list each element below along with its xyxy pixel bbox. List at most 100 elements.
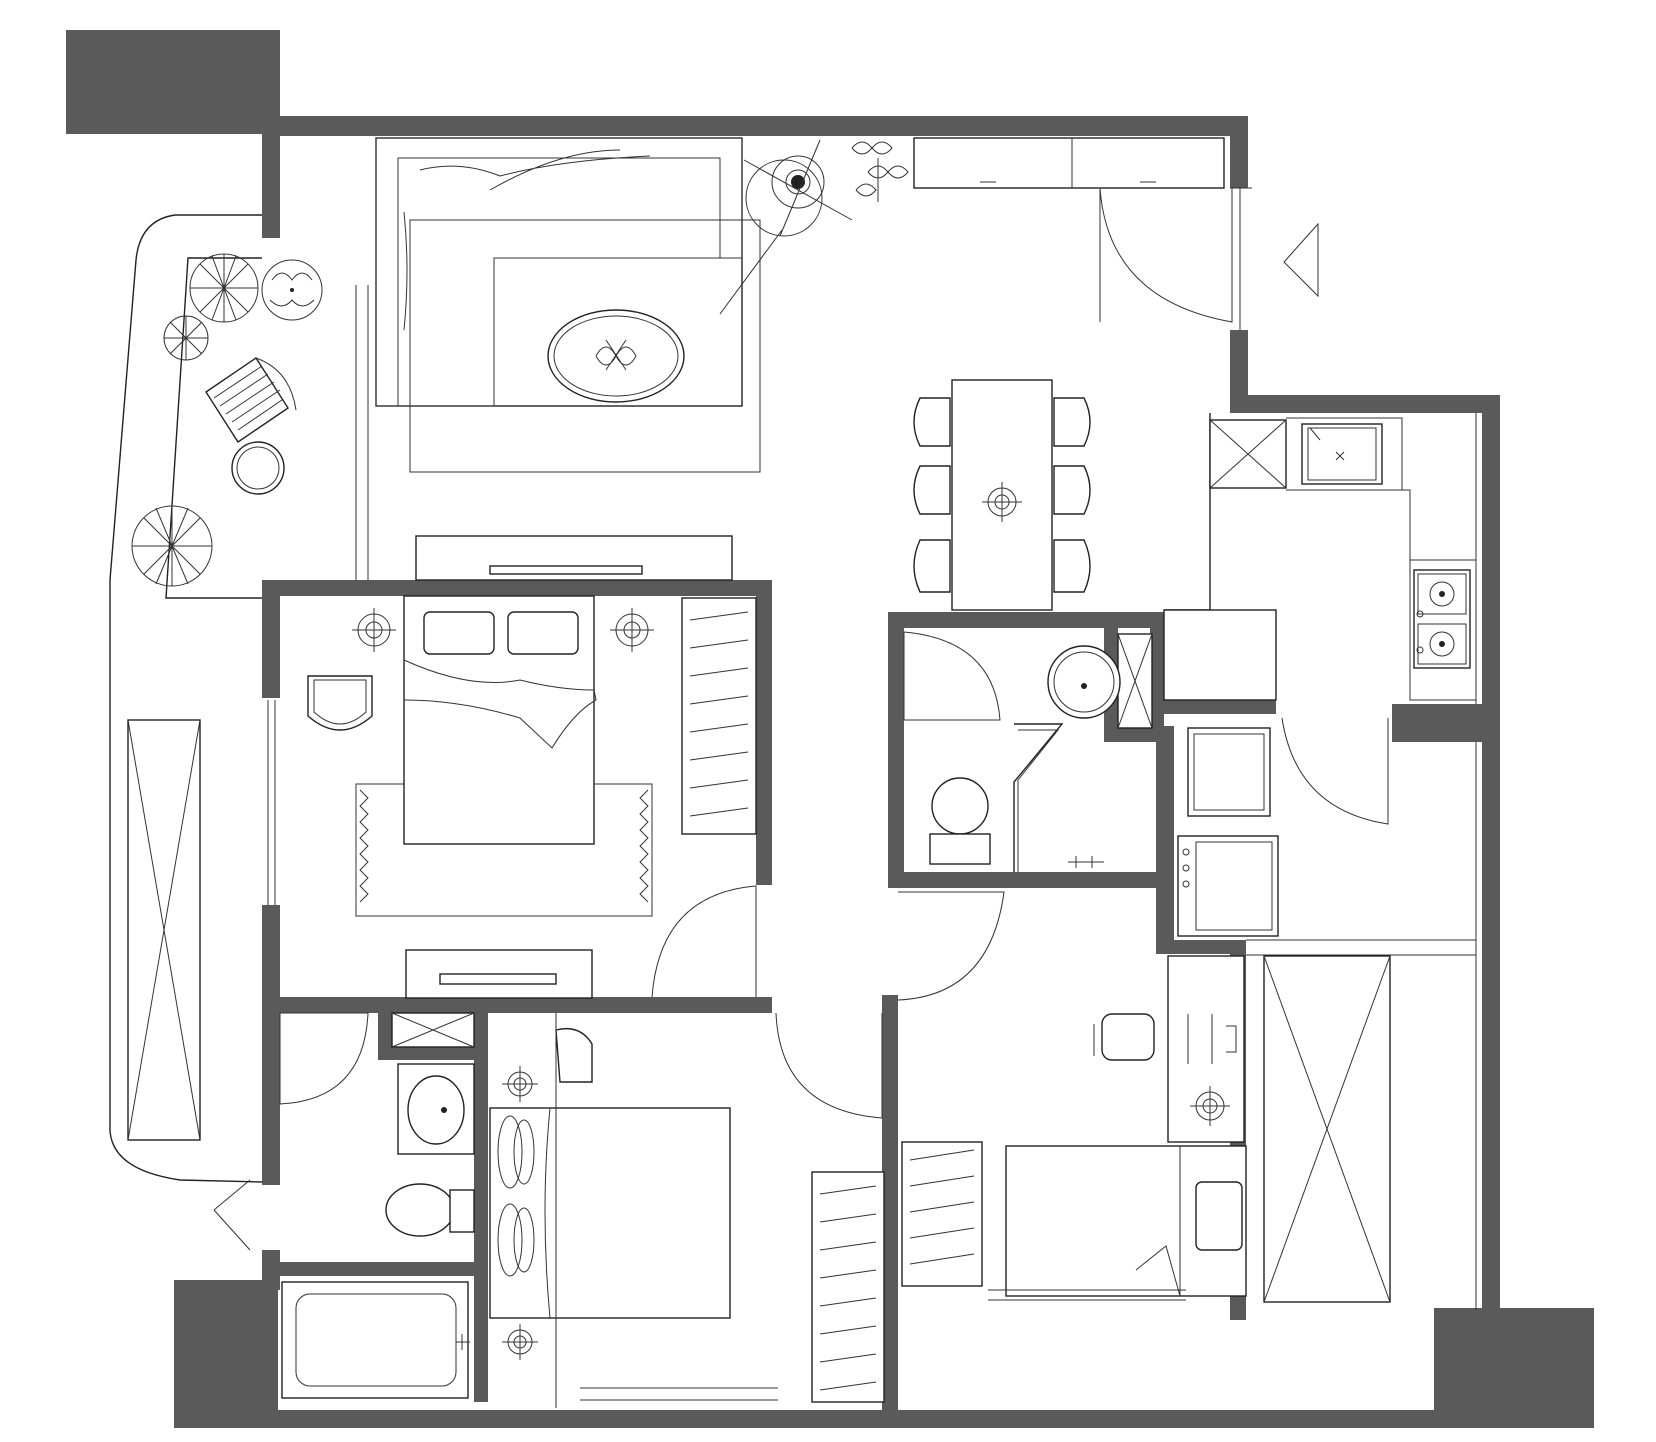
corner-column-bottom-left [174,1280,278,1428]
living-room [375,137,1225,581]
kitchen-island [1163,609,1277,701]
outlines [109,188,1477,1310]
desk [1167,955,1245,1143]
wall-bed2-right [882,995,898,1415]
wall-bath-top-a [262,997,378,1013]
balcony-table-inner [236,446,280,490]
kitchen-wall-line [1164,413,1211,611]
wall-top [262,116,1248,136]
washer [1187,727,1271,817]
entry-cabinet [913,137,1225,189]
balcony [127,253,323,1251]
bedroom-2 [489,1012,885,1408]
lamp-icon [502,1066,538,1102]
dining-area [913,379,1091,611]
balcony-outline [109,214,263,1183]
storage-cross-b [127,719,201,1141]
wall-left-2 [262,905,280,1185]
wall-kitchen-top [1230,395,1500,413]
door-swing-icon [775,1012,883,1119]
corner-column-bottom-right [1434,1308,1594,1428]
tv-icon [489,565,643,575]
wardrobe-icon [901,1141,983,1287]
plant-icon [261,259,323,321]
door-swing-icon [651,885,757,998]
wall-laundry-bottom [1156,940,1246,954]
wall-bath-right [474,997,488,1402]
bathroom-2 [903,631,1153,872]
wall-bath2-left [888,612,904,887]
wardrobe-icon [681,597,757,835]
wall-right-upper [1230,116,1248,188]
chair-icon [205,357,297,443]
door-swing-icon [897,891,1005,1001]
entrance [1099,187,1319,323]
wall-bath2-shaft-right [1150,612,1164,742]
dryer-knob [1182,880,1190,888]
chair-icon [555,1027,593,1083]
wall-master-top [262,580,772,596]
living-rug [409,219,761,473]
coffee-table-inner [553,315,679,397]
wall-bath-divider [262,1262,488,1276]
dryer-knob [1182,864,1190,872]
desk-items [1187,1014,1237,1064]
wall-bath2-bottom [888,872,1160,888]
wall-kitchen-lower [1392,704,1500,742]
sink-icon [1301,423,1383,485]
lamp-icon [982,482,1022,522]
dryer [1177,835,1279,937]
shower-screen [1013,723,1064,872]
wall-bath2-top [888,612,1164,628]
wall-master-right [756,580,772,885]
chair-icon [1093,1013,1155,1061]
door-swing-icon [1281,717,1389,825]
bathtub-icon [281,1281,470,1399]
master-bedroom [307,595,757,999]
plant-icon [595,339,637,371]
rug-fringe [359,789,649,903]
door-swing-icon [903,631,1001,721]
entrance-arrow-icon [1283,222,1319,298]
door-swing-icon [279,1012,369,1105]
washer-inner [1193,733,1265,811]
plant-icon [131,505,213,587]
wardrobe-icon [811,1171,885,1403]
sink-icon [397,1063,475,1155]
sink-icon [1047,645,1121,719]
wall-left-1 [262,580,280,698]
wall-pier-top-left [262,116,280,238]
door-swing-icon [213,1179,251,1251]
bed-icon [403,595,597,845]
lamp-icon [719,139,853,315]
toilet-icon [385,1183,475,1237]
lamp-icon [352,608,396,652]
chair-icon [307,675,373,731]
wall-laundry-lower [1156,726,1174,952]
shower-mixer [1068,856,1104,868]
corner-column-top-left [66,30,280,134]
wall-bottom [262,1410,1452,1428]
balcony-planter-outline [165,257,262,599]
dryer-knob [1182,848,1190,856]
wall-bath-top-b [378,997,772,1013]
kitchen-counter [1286,417,1476,701]
chair-icon [913,397,1091,593]
wall-right-mid [1230,330,1248,406]
dryer-inner [1195,841,1273,931]
bedroom-3 [897,891,1247,1301]
bed-icon [489,1107,731,1319]
lamp-icon [502,1324,538,1360]
wall-shaft-bottom [378,1046,488,1060]
lamp-icon [1190,1086,1230,1126]
bed-icon [1005,1145,1247,1297]
wall-laundry-top [1164,700,1276,714]
shaft-cross-b [1117,633,1153,729]
plant-icon [189,253,259,323]
stove-icon [1413,569,1471,669]
tv-icon [439,973,557,985]
lamp-icon [610,608,654,652]
walls [66,30,1594,1428]
kitchen [1163,417,1476,825]
